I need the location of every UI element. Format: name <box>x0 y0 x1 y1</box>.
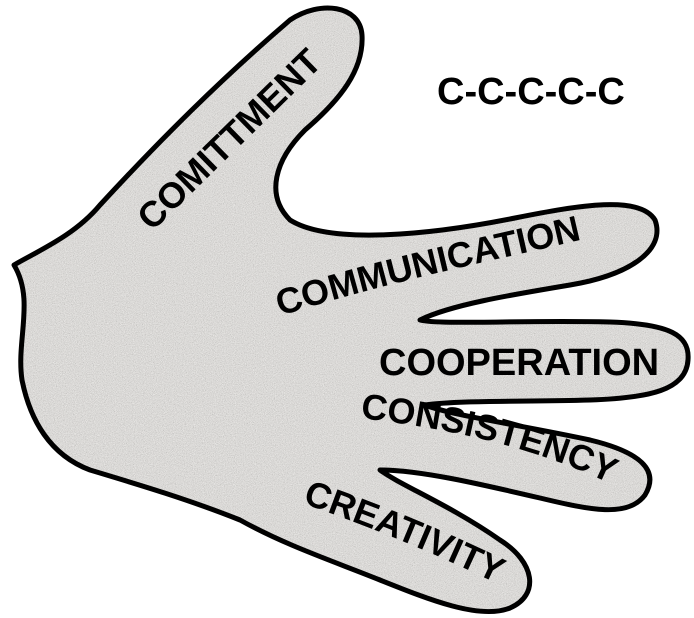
title: C-C-C-C-C <box>437 71 625 113</box>
label-middle: COOPERATION <box>379 342 659 384</box>
